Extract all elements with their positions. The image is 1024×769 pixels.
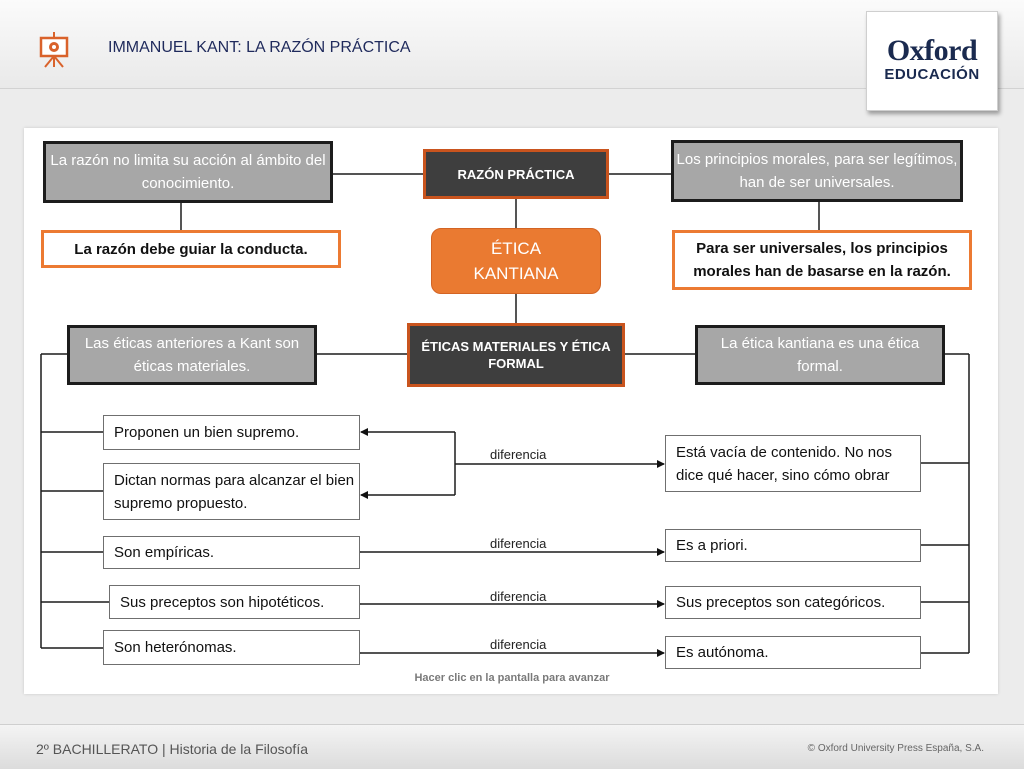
concept-previous-ethics-material: Las éticas anteriores a Kant son éticas … — [67, 325, 317, 385]
concept-practical-reason: RAZÓN PRÁCTICA — [423, 149, 609, 199]
footer-bar: 2º BACHILLERATO | Historia de la Filosof… — [0, 724, 1024, 769]
material-trait-norms: Dictan normas para alcanzar el bien supr… — [103, 463, 360, 520]
material-trait-supreme-good: Proponen un bien supremo. — [103, 415, 360, 450]
connector-lines — [40, 173, 970, 657]
concept-kantian-ethics-formal: La ética kantiana es una ética formal. — [695, 325, 945, 385]
difference-label: diferencia — [490, 589, 547, 604]
course-label: 2º BACHILLERATO | Historia de la Filosof… — [36, 741, 309, 757]
concept-reason-guides-conduct: La razón debe guiar la conducta. — [41, 230, 341, 268]
logo-text-educacion: EDUCACIÓN — [884, 66, 980, 83]
difference-label: diferencia — [490, 637, 547, 652]
concept-universal-principles: Los principios morales, para ser legítim… — [671, 140, 963, 202]
difference-label: diferencia — [490, 447, 547, 462]
formal-trait-autonomous: Es autónoma. — [665, 636, 921, 669]
difference-label: diferencia — [490, 536, 547, 551]
header-bar: IMMANUEL KANT: LA RAZÓN PRÁCTICA — [0, 0, 1024, 89]
concept-principles-based-on-reason: Para ser universales, los principios mor… — [672, 230, 972, 290]
page-title: IMMANUEL KANT: LA RAZÓN PRÁCTICA — [108, 39, 411, 56]
formal-trait-a-priori: Es a priori. — [665, 529, 921, 562]
oxford-logo: Oxford EDUCACIÓN — [866, 11, 998, 111]
material-trait-hypothetical: Sus preceptos son hipotéticos. — [109, 585, 360, 619]
advance-hint: Hacer clic en la pantalla para avanzar — [414, 672, 610, 684]
logo-text-oxford: Oxford — [886, 34, 978, 67]
concept-kantian-ethics: ÉTICA KANTIANA — [431, 228, 601, 294]
kantian-ethics-label: ÉTICA KANTIANA — [473, 239, 559, 283]
material-trait-heteronomous: Son heterónomas. — [103, 630, 360, 665]
copyright-text: © Oxford University Press España, S.A. — [807, 743, 984, 754]
concept-material-vs-formal-ethics: ÉTICAS MATERIALES Y ÉTICA FORMAL — [407, 323, 625, 387]
formal-trait-empty-content: Está vacía de contenido. No nos dice qué… — [665, 435, 921, 492]
material-trait-empirical: Son empíricas. — [103, 536, 360, 569]
concept-map-panel[interactable]: La razón no limita su acción al ámbito d… — [24, 128, 998, 694]
concept-reason-not-limited: La razón no limita su acción al ámbito d… — [43, 141, 333, 203]
formal-trait-categorical: Sus preceptos son categóricos. — [665, 586, 921, 619]
presentation-easel-icon — [39, 32, 69, 68]
